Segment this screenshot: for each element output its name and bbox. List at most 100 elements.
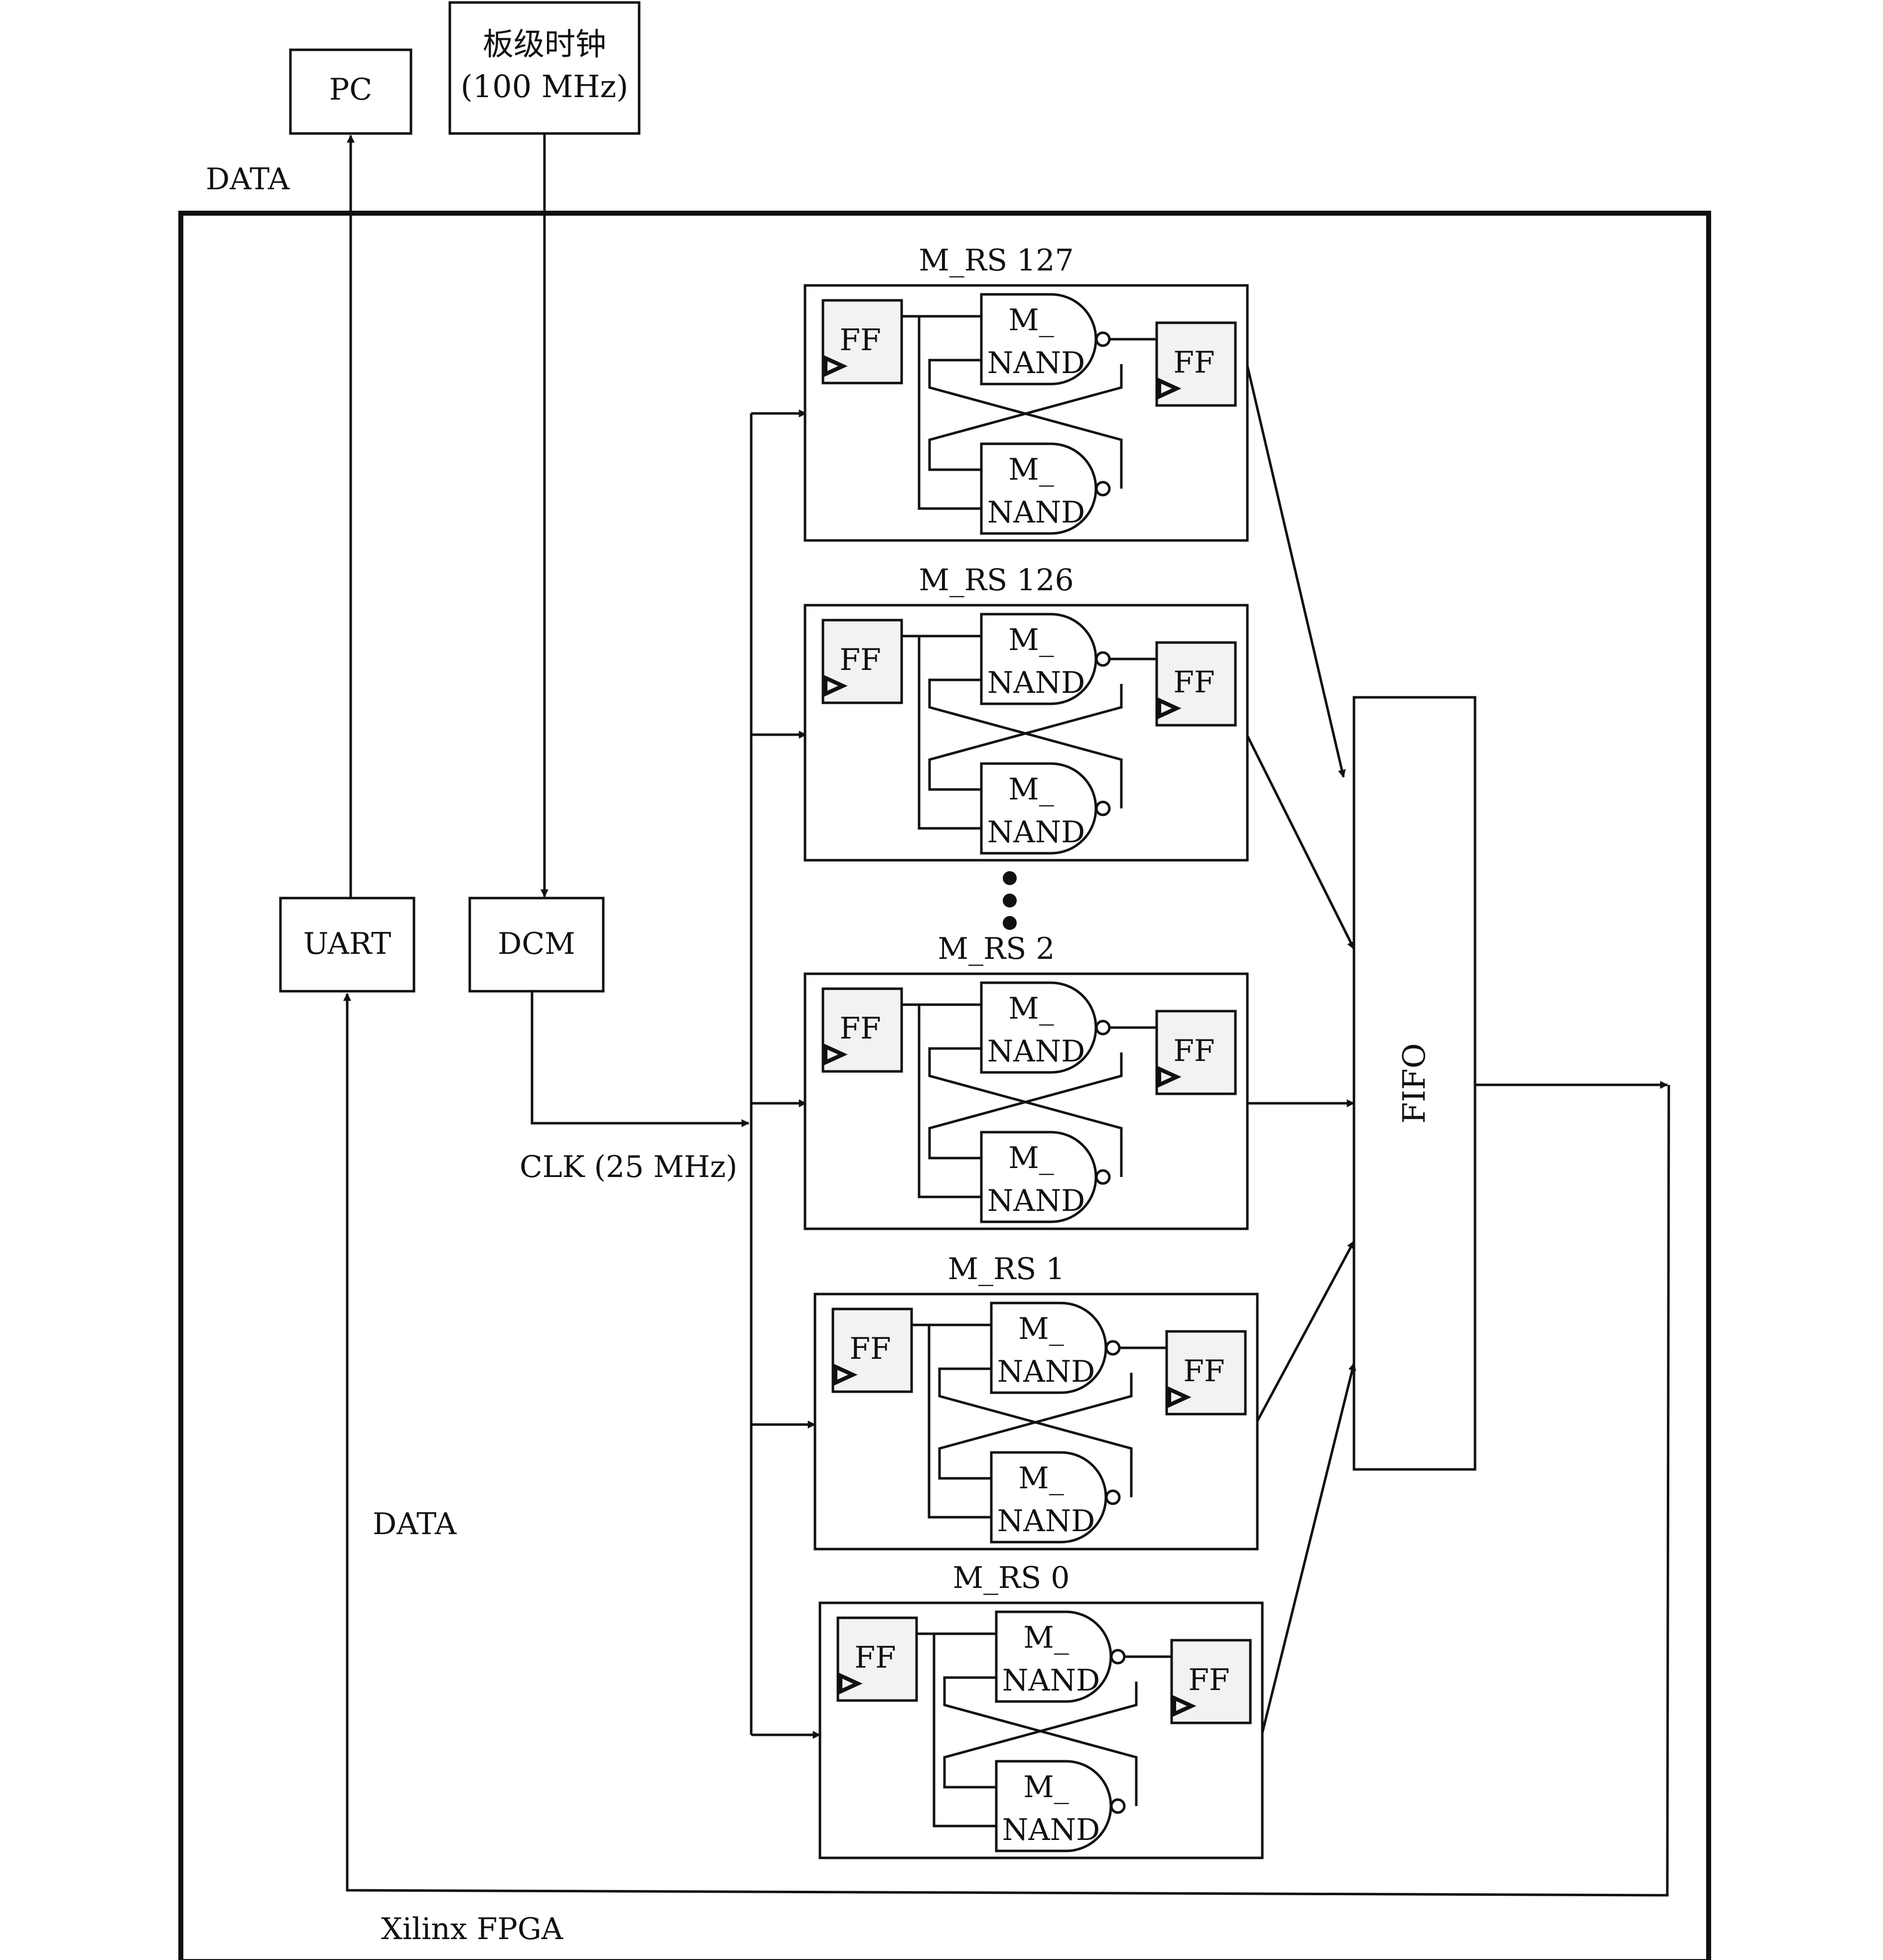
ff-input: FF — [821, 299, 903, 385]
ff-label: FF — [854, 1640, 896, 1675]
clk-label: CLK (25 MHz) — [520, 1150, 737, 1184]
rs-module-title: M_RS 0 — [953, 1561, 1070, 1595]
ff-input: FF — [836, 1616, 918, 1702]
nand-gate-top: M_ NAND — [980, 613, 1111, 705]
nand-label-line2: NAND — [987, 1034, 1085, 1069]
dcm-to-clk-bus-arrow — [531, 991, 750, 1127]
rs-module-title: M_RS 127 — [919, 243, 1074, 278]
clock-input-triangle-icon — [823, 355, 848, 378]
nand-label-line2: NAND — [987, 665, 1085, 700]
nand-label-line1: M_ — [1008, 772, 1054, 807]
fifo-label: FIFO — [1396, 1043, 1432, 1123]
nand-gate-top: M_ NAND — [980, 981, 1111, 1074]
ff-label: FF — [1173, 1034, 1214, 1068]
nand-gate-bottom: M_NAND — [980, 1131, 1111, 1223]
nand-label-line2: NAND — [1002, 1813, 1100, 1847]
nand-gate-top: M_ NAND — [995, 1610, 1126, 1703]
data-label-top: DATA — [206, 162, 290, 197]
nand-inverter-bubble — [1110, 1798, 1126, 1814]
nand-gate-bottom: M_ NAND — [990, 1451, 1121, 1544]
uart-box: UART — [279, 897, 415, 993]
ff-label: FF — [849, 1331, 891, 1366]
ff-input: FF — [831, 1307, 913, 1393]
nand-gate-bottom: M_ NAND — [980, 442, 1111, 535]
nand-label-line1: M_ — [1008, 991, 1054, 1026]
ff-output: FF — [1170, 1639, 1252, 1724]
nand-inverter-bubble — [1110, 1649, 1126, 1665]
nand-label-line2: NAND — [987, 815, 1085, 850]
clock-input-triangle-icon — [823, 1043, 848, 1066]
nand-inverter-bubble — [1095, 800, 1111, 816]
rs126-to-fifo-arrow — [1245, 734, 1355, 950]
nand-inverter-bubble — [1095, 651, 1111, 667]
rs1-to-fifo-arrow — [1255, 1240, 1355, 1423]
rs127-to-fifo-arrow — [1245, 363, 1346, 778]
nand-label-line1: M_ — [1018, 1461, 1064, 1496]
nand-label-line1: M_ — [1018, 1311, 1064, 1346]
board-clock-box: 板级时钟 (100 MHz) — [448, 1, 641, 135]
latch-wiring — [902, 635, 1157, 830]
dcm-label: DCM — [498, 926, 575, 961]
ff-label: FF — [839, 1011, 881, 1046]
ff-output: FF — [1155, 641, 1237, 727]
ff-label: FF — [1173, 665, 1214, 700]
ff-input: FF — [821, 987, 903, 1073]
board-clock-freq: (100 MHz) — [461, 68, 629, 105]
nand-inverter-bubble — [1105, 1340, 1121, 1356]
nand-inverter-bubble — [1095, 331, 1111, 347]
nand-label-line1: M_ — [1008, 452, 1054, 487]
nand-label-line1: M_ — [1008, 1141, 1054, 1176]
clock-input-triangle-icon — [1167, 1386, 1192, 1409]
clock-input-triangle-icon — [1157, 1065, 1182, 1088]
dcm-box: DCM — [468, 897, 605, 993]
rs-module: M_RS 0 FF FF M_ NAND M_ NAND — [818, 1561, 1264, 1859]
nand-label-line1: M_ — [1023, 1770, 1069, 1805]
ellipsis-dots — [1003, 871, 1017, 930]
ff-output: FF — [1155, 321, 1237, 407]
clock-input-triangle-icon — [823, 674, 848, 697]
nand-label-line2: NAND — [997, 1354, 1095, 1389]
ff-label: FF — [1173, 345, 1214, 380]
ff-label: FF — [839, 643, 881, 677]
clock-input-triangle-icon — [1157, 697, 1182, 720]
nand-label-line1: M_ — [1008, 623, 1054, 657]
ff-label: FF — [839, 323, 881, 358]
ff-output: FF — [1155, 1010, 1237, 1095]
fifo-box: FIFO — [1352, 696, 1477, 1471]
board-clock-label: 板级时钟 — [483, 26, 606, 62]
rs0-to-fifo-arrow — [1260, 1362, 1356, 1735]
ff-output: FF — [1165, 1330, 1247, 1416]
fifo-to-uart-feedback-arrow — [343, 993, 1670, 1897]
nand-label-line2: NAND — [997, 1504, 1095, 1539]
nand-label-line2: NAND — [1002, 1663, 1100, 1698]
clock-input-triangle-icon — [1157, 377, 1182, 400]
pc-label: PC — [329, 72, 372, 107]
rs-module-title: M_RS 2 — [938, 931, 1055, 966]
ff-input: FF — [821, 619, 903, 704]
pc-box: PC — [289, 48, 412, 135]
nand-label-line1: M_ — [1023, 1620, 1069, 1655]
data-label-bottom: DATA — [373, 1507, 457, 1542]
latch-wiring — [902, 315, 1157, 510]
latch-wiring — [902, 1003, 1157, 1198]
ff-label: FF — [1183, 1354, 1224, 1389]
nand-inverter-bubble — [1095, 1020, 1111, 1036]
clock-input-triangle-icon — [838, 1672, 863, 1695]
nand-inverter-bubble — [1105, 1489, 1121, 1505]
fpga-label: Xilinx FPGA — [381, 1912, 563, 1947]
connections — [343, 133, 1670, 1897]
nand-label-line2: NAND — [987, 495, 1085, 530]
ff-label: FF — [1188, 1663, 1229, 1698]
nand-inverter-bubble — [1095, 1169, 1111, 1185]
nand-gate-top: M_NAND — [980, 293, 1111, 386]
uart-label: UART — [303, 926, 391, 961]
clock-input-triangle-icon — [833, 1363, 858, 1386]
latch-wiring — [912, 1323, 1167, 1519]
nand-label-line1: M_ — [1008, 303, 1054, 338]
